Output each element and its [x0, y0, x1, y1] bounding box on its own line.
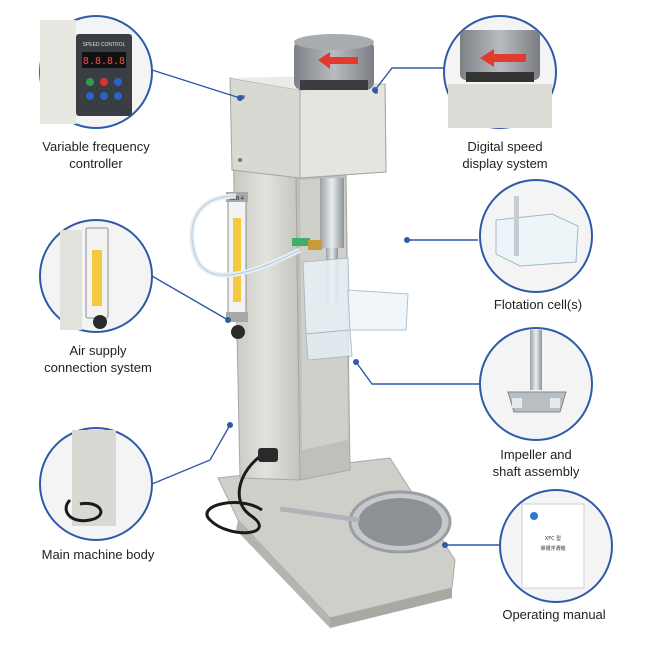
label-flotation-cell: Flotation cell(s) — [493, 297, 583, 312]
flotation-cell — [302, 257, 409, 361]
impeller-detail — [479, 327, 593, 441]
manual-title: 單槽浮選機 — [540, 545, 565, 552]
manual-detail: XFC 型 單槽浮選機 — [499, 489, 613, 603]
flotation-cell-detail — [479, 179, 593, 293]
machine: LZB-4 — [189, 34, 456, 628]
speed-display-detail — [443, 15, 557, 129]
label-speed-display: Digital speed display system — [462, 139, 548, 171]
manual-logo-icon — [530, 512, 538, 520]
sieve-pan — [279, 490, 452, 554]
motor — [294, 34, 374, 90]
controller-panel-title: SPEED CONTROL — [83, 42, 126, 48]
flowmeter: LZB-4 — [226, 192, 248, 339]
flowmeter-tag: LZB-4 — [230, 196, 244, 202]
label-manual: Operating manual — [502, 607, 606, 622]
power-cable — [205, 453, 263, 535]
rotation-arrow-icon — [318, 52, 358, 69]
manual-model: XFC 型 — [545, 535, 561, 542]
label-impeller: Impeller and shaft assembly — [492, 447, 580, 479]
main-body-detail — [39, 427, 153, 541]
controller-detail: SPEED CONTROL 8.8.8.8 — [39, 15, 153, 129]
callout-lines — [151, 67, 500, 548]
air-supply-detail — [39, 219, 153, 333]
impeller-shaft — [320, 178, 344, 248]
label-main-body: Main machine body — [41, 547, 155, 562]
label-air-supply: Air supply connection system — [44, 343, 152, 375]
controller-display: 8.8.8.8 — [83, 56, 125, 67]
label-controller: Variable frequency controller — [42, 139, 150, 171]
